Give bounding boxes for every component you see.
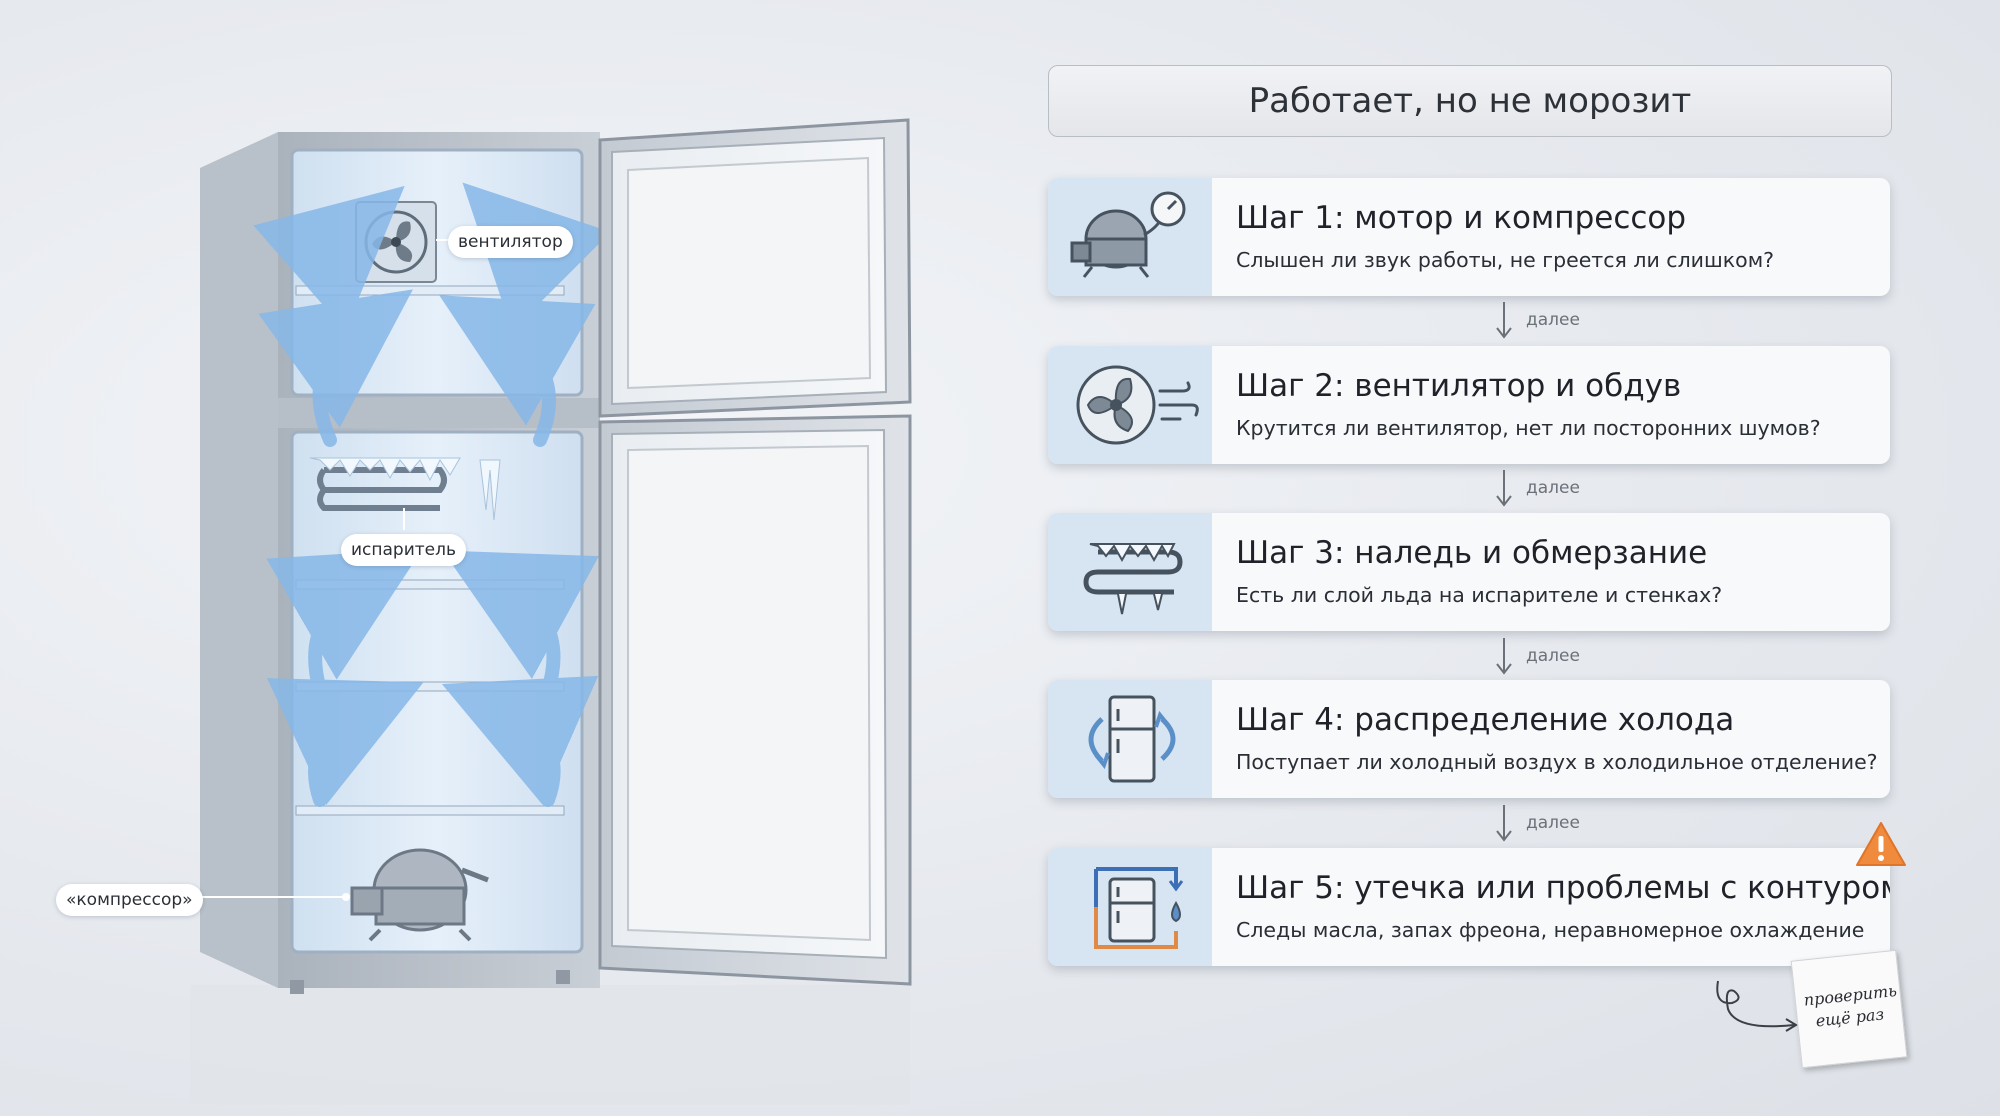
fan-unit-icon <box>355 201 437 283</box>
step-icon-box <box>1048 848 1212 966</box>
step-description: Есть ли слой льда на испарителе и стенка… <box>1236 583 1723 607</box>
step-icon-box <box>1048 346 1212 464</box>
step-title: Шаг 2: вентилятор и обдув <box>1236 368 1682 404</box>
step-card-2[interactable]: Шаг 2: вентилятор и обдув Крутится ли ве… <box>1048 346 1890 464</box>
curly-arrow-icon <box>1716 980 1798 1032</box>
callout-evaporator: испаритель <box>341 534 467 566</box>
step-card-4[interactable]: Шаг 4: распределение холода Поступает ли… <box>1048 680 1890 798</box>
next-connector-2: далее <box>1492 468 1632 508</box>
step-card-3[interactable]: Шаг 3: наледь и обмерзание Есть ли слой … <box>1048 513 1890 631</box>
step-title: Шаг 1: мотор и компрессор <box>1236 200 1687 236</box>
step-title: Шаг 4: распределение холода <box>1236 702 1735 738</box>
arrow-down-icon <box>1496 470 1512 507</box>
evaporator-coil-icon <box>309 457 501 521</box>
fridge-circulation-icon <box>1088 695 1176 783</box>
callout-fan: вентилятор <box>448 226 573 258</box>
next-label: далее <box>1526 813 1580 833</box>
fridge-illustration <box>190 118 912 1105</box>
next-connector-3: далее <box>1492 636 1632 676</box>
step-card-5[interactable]: Шаг 5: утечка или проблемы с контуром Сл… <box>1048 848 1890 966</box>
refrigerant-loop-icon <box>1094 867 1184 949</box>
fan-airflow-icon <box>1076 365 1199 445</box>
next-connector-1: далее <box>1492 300 1632 340</box>
step-icon-box <box>1048 178 1212 296</box>
callout-compressor: «компрессор» <box>56 884 203 916</box>
sticky-note: проверить ещё раз <box>1790 949 1908 1069</box>
compressor-icon <box>350 848 489 942</box>
step-title: Шаг 3: наледь и обмерзание <box>1236 535 1708 571</box>
step-icon-box <box>1048 513 1212 631</box>
next-label: далее <box>1526 310 1580 330</box>
step-title: Шаг 5: утечка или проблемы с контуром <box>1236 870 1890 906</box>
frozen-coil-icon <box>1083 543 1183 615</box>
fridge-door-top <box>598 118 912 418</box>
next-connector-4: далее <box>1492 803 1632 843</box>
step-card-1[interactable]: Шаг 1: мотор и компрессор Слышен ли звук… <box>1048 178 1890 296</box>
step-description: Слышен ли звук работы, не греется ли сли… <box>1236 248 1775 272</box>
page-title: Работает, но не морозит <box>1048 65 1892 137</box>
step-description: Крутится ли вентилятор, нет ли посторонн… <box>1236 416 1821 440</box>
warning-icon <box>1856 822 1906 866</box>
step-description: Следы масла, запах фреона, неравномерное… <box>1236 918 1865 942</box>
arrow-down-icon <box>1496 805 1512 842</box>
arrow-down-icon <box>1496 302 1512 339</box>
arrow-down-icon <box>1496 638 1512 675</box>
fridge-door-bottom <box>598 414 912 986</box>
step-icon-box <box>1048 680 1212 798</box>
next-label: далее <box>1526 646 1580 666</box>
step-description: Поступает ли холодный воздух в холодильн… <box>1236 750 1878 774</box>
compressor-gauge-icon <box>1070 191 1186 278</box>
next-label: далее <box>1526 478 1580 498</box>
